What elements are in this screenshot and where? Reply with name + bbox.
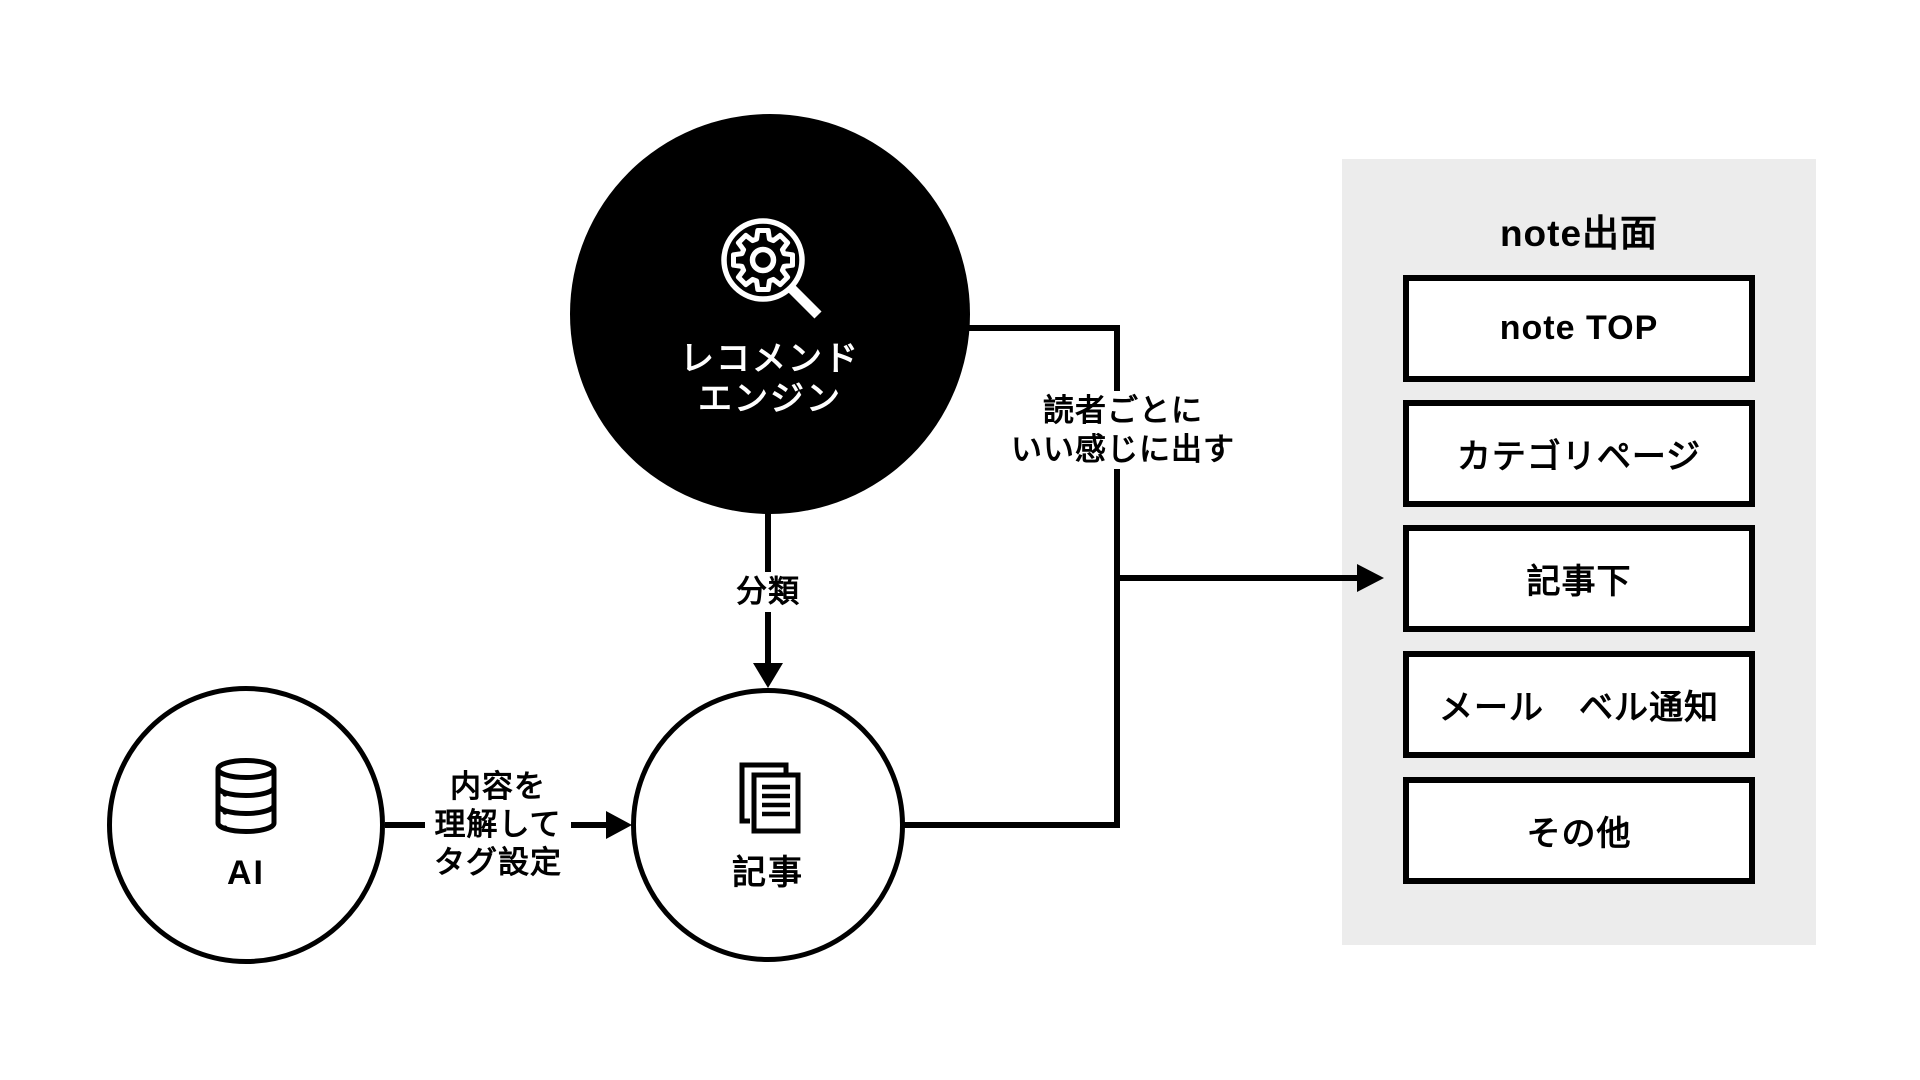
ai-to-article-arrowhead — [606, 811, 632, 839]
serve-connector-label: 読者ごとに いい感じに出す — [1003, 391, 1243, 469]
magnifier-gear-icon — [713, 210, 827, 329]
panel-title: note出面 — [1499, 213, 1659, 254]
classify-connector-label: 分類 — [728, 572, 808, 612]
surface-box-label: メール ベル通知 — [1439, 689, 1719, 727]
classify-arrowhead — [753, 663, 783, 688]
ai-label: AI — [227, 853, 265, 892]
ai-node: AI — [107, 686, 385, 964]
surface-box-mail-bell: メール ベル通知 — [1403, 651, 1755, 758]
surface-box-other: その他 — [1403, 777, 1755, 884]
surface-box-label: カテゴリページ — [1456, 438, 1702, 476]
tagging-connector-label: 内容を 理解して タグ設定 — [425, 768, 571, 882]
surface-box-label: 記事下 — [1526, 563, 1632, 601]
surface-box-label: note TOP — [1499, 309, 1659, 347]
documents-icon — [733, 758, 803, 841]
surface-box-note-top: note TOP — [1403, 275, 1755, 382]
surface-box-below-article: 記事下 — [1403, 525, 1755, 632]
note-surfaces-panel: note出面 note TOP カテゴリページ 記事下 メール ベル通知 その他 — [1342, 159, 1816, 945]
surface-box-category-page: カテゴリページ — [1403, 400, 1755, 507]
article-label: 記事 — [732, 853, 804, 892]
recommend-engine-node: レコメンド エンジン — [570, 114, 970, 514]
recommend-engine-label: レコメンド エンジン — [680, 339, 860, 418]
surface-box-label: その他 — [1526, 815, 1632, 853]
article-node: 記事 — [631, 688, 905, 962]
junction-to-panel-arrowhead — [1357, 564, 1384, 592]
database-icon — [213, 757, 279, 841]
